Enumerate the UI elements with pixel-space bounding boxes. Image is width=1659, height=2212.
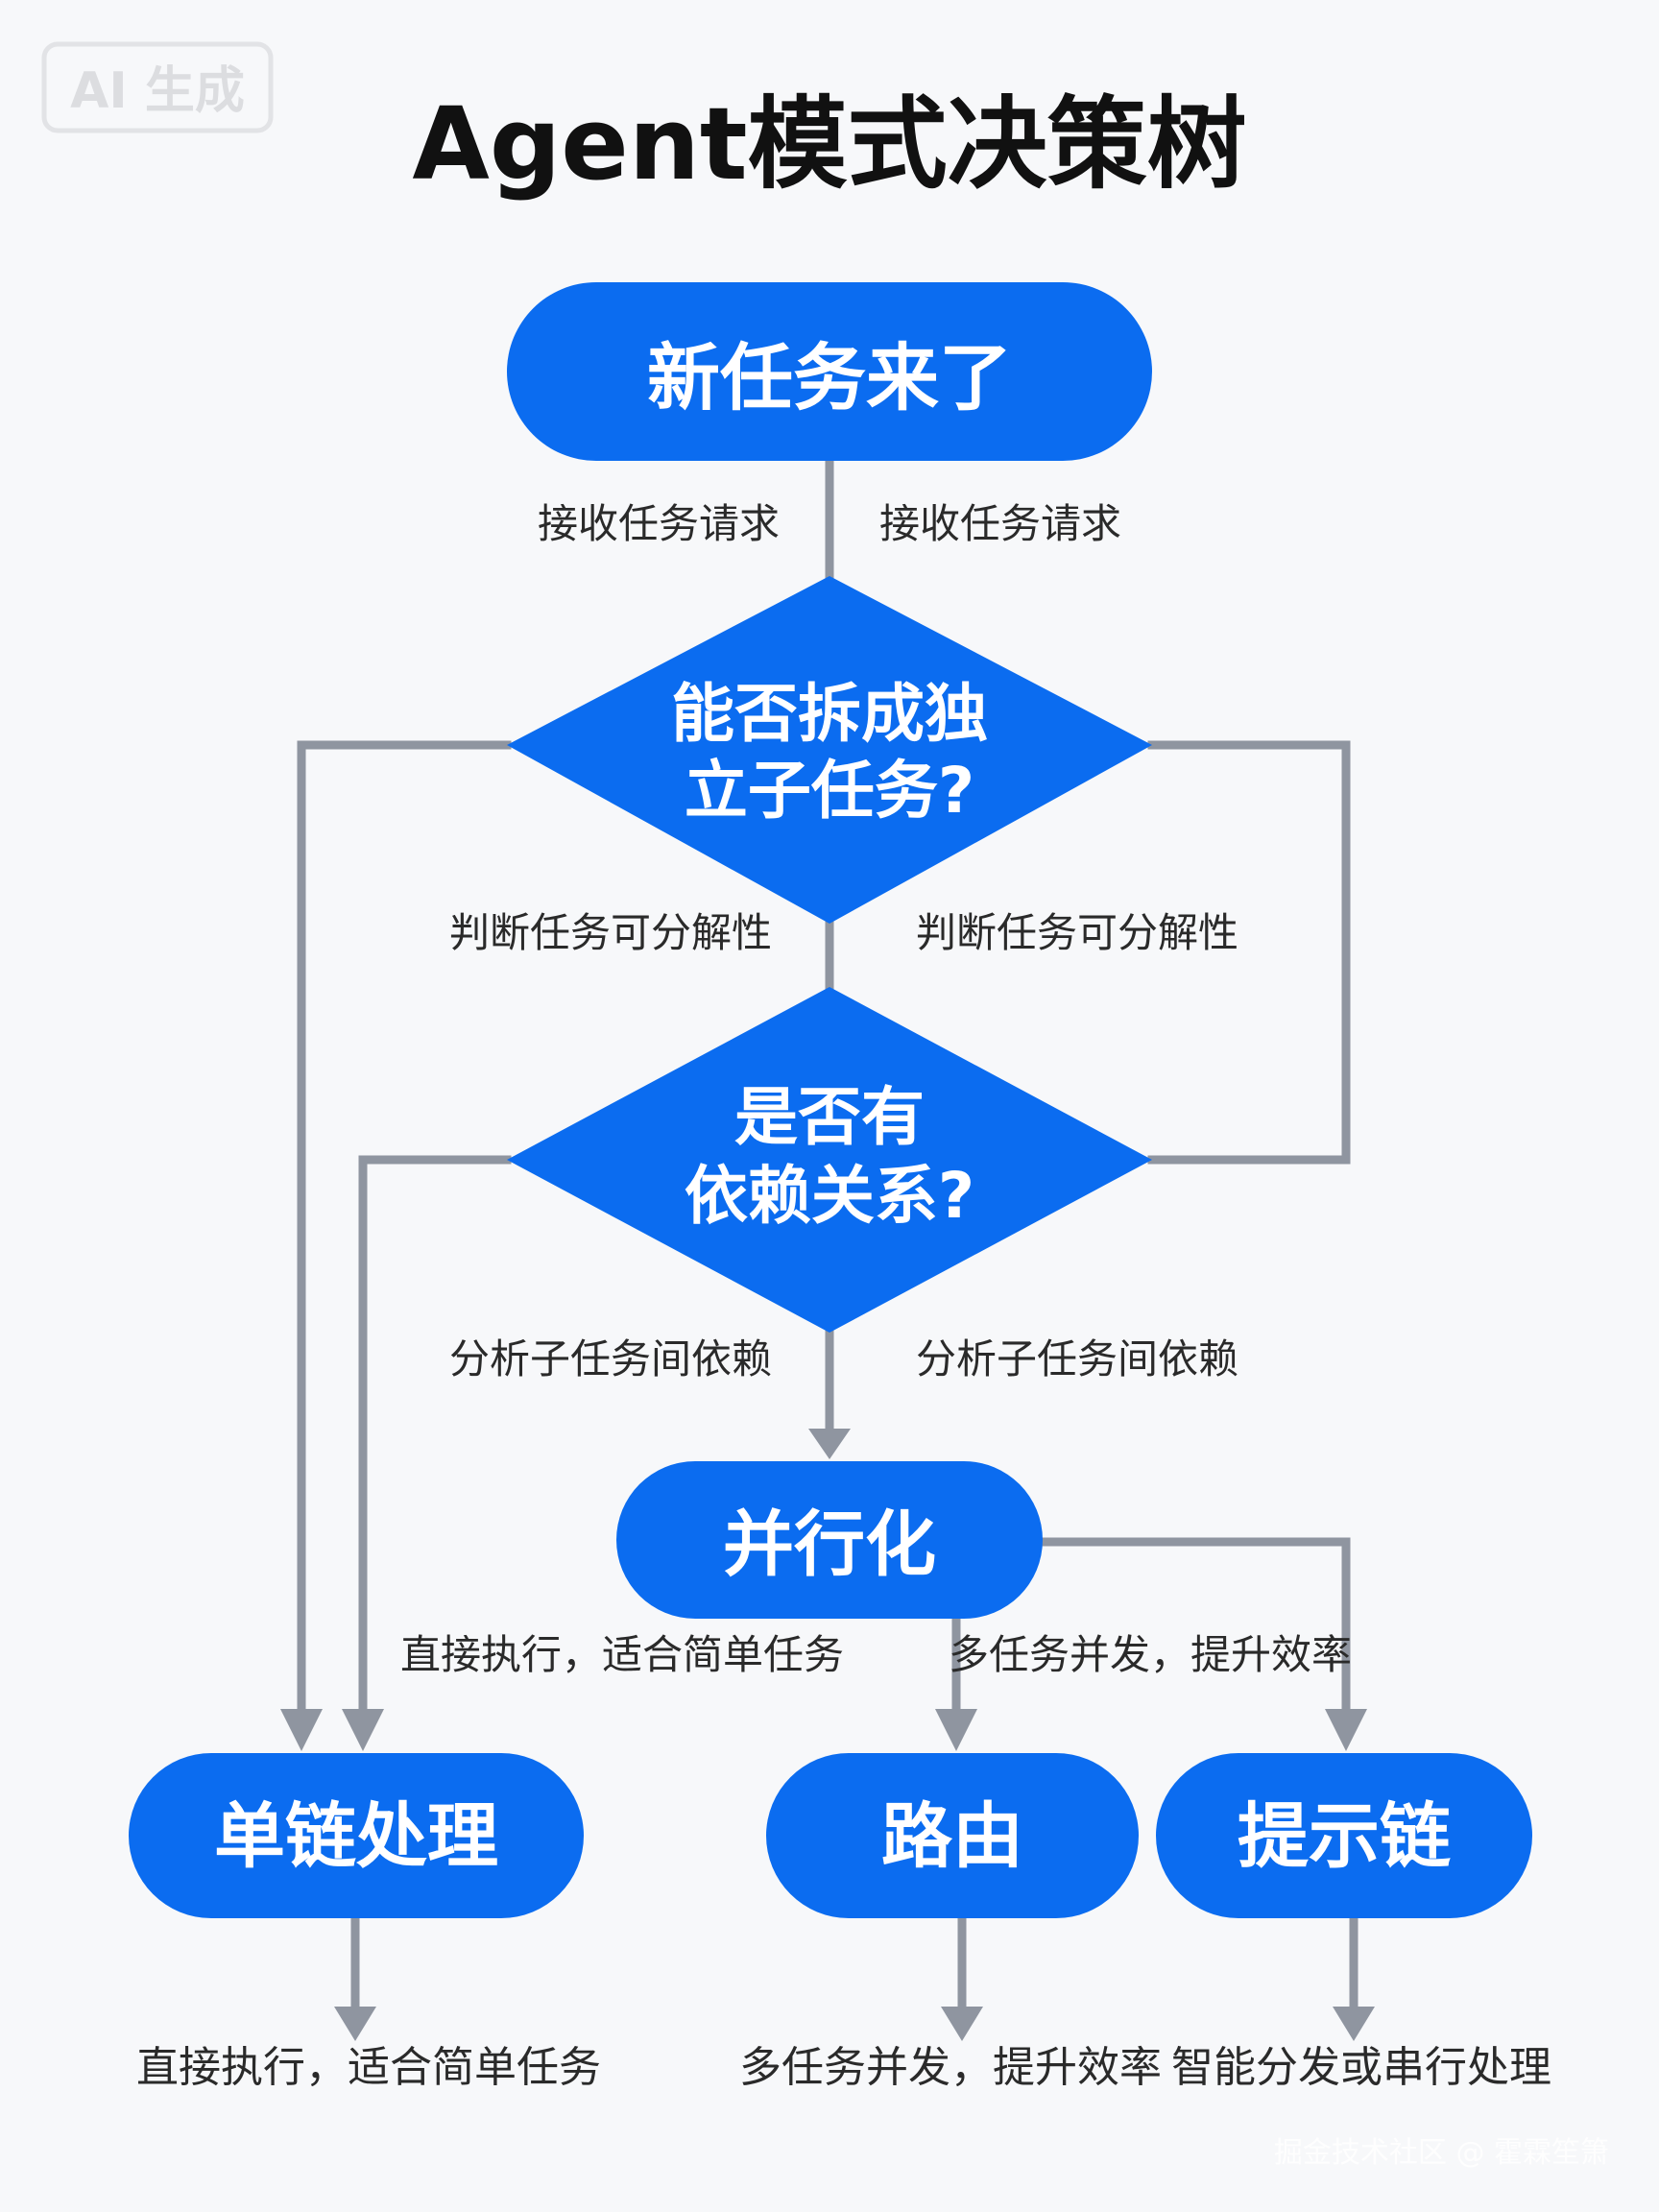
connector-decision2-left-to-single-chain: [358, 1155, 512, 1714]
node-start: 新任务来了: [507, 282, 1152, 461]
connectors: [297, 454, 1358, 2011]
node-decision-dependency: 是否有 依赖关系?: [507, 987, 1152, 1333]
arrow-to-prompt-chain-icon: [1325, 1709, 1367, 1751]
caption-single-chain: 直接执行，适合简单任务: [136, 2043, 601, 2092]
node-prompt-chain: 提示链: [1156, 1753, 1532, 1918]
edge-label-judge-right: 判断任务可分解性: [916, 909, 1238, 956]
connector-parallel-to-prompt-chain: [1036, 1537, 1351, 1714]
arrowheads: [280, 1429, 1375, 2041]
node-prompt-chain-label: 提示链: [1238, 1795, 1451, 1878]
connector-decision1-left-to-single-chain: [297, 740, 512, 1714]
edge-label-analyze-left: 分析子任务间依赖: [449, 1335, 772, 1382]
edge-label-concurrent: 多任务并发，提升效率: [949, 1631, 1352, 1678]
page-title: Agent模式决策树: [412, 85, 1246, 203]
node-routing: 路由: [766, 1753, 1139, 1918]
edge-label-receive-right: 接收任务请求: [879, 500, 1121, 547]
node-single-chain-label: 单链处理: [214, 1795, 498, 1878]
node-start-label: 新任务来了: [647, 335, 1012, 421]
node-decision1-line2: 立子任务?: [685, 754, 974, 828]
node-decision1-line1: 能否拆成独: [671, 677, 988, 751]
node-parallel: 并行化: [616, 1461, 1043, 1619]
ai-badge-text: AI 生成: [70, 62, 245, 120]
edge-labels: 接收任务请求 接收任务请求 判断任务可分解性 判断任务可分解性 分析子任务间依赖…: [400, 500, 1352, 1678]
node-parallel-label: 并行化: [723, 1503, 936, 1586]
node-decision2-line2: 依赖关系?: [685, 1159, 974, 1233]
edge-label-direct-exec: 直接执行，适合简单任务: [400, 1631, 844, 1678]
arrow-to-parallel-icon: [808, 1429, 851, 1459]
node-single-chain: 单链处理: [129, 1753, 584, 1918]
edge-label-judge-left: 判断任务可分解性: [449, 909, 772, 956]
node-decision2-line1: 是否有: [734, 1080, 925, 1154]
bottom-captions: 直接执行，适合简单任务 多任务并发，提升效率 智能分发或串行处理: [136, 2043, 1551, 2092]
arrow-to-single-chain-left-icon: [280, 1709, 323, 1751]
arrow-routing-caption-icon: [941, 2007, 983, 2041]
connector-decision1-right-loop: [1147, 740, 1351, 1165]
arrow-to-single-chain-right-icon: [342, 1709, 384, 1751]
edge-label-analyze-right: 分析子任务间依赖: [916, 1335, 1238, 1382]
caption-routing: 多任务并发，提升效率: [739, 2043, 1162, 2092]
arrow-single-chain-caption-icon: [334, 2007, 376, 2041]
node-decision-decomposable: 能否拆成独 立子任务?: [507, 576, 1152, 924]
arrow-to-routing-icon: [935, 1709, 977, 1751]
node-routing-label: 路由: [881, 1795, 1023, 1878]
caption-prompt-chain: 智能分发或串行处理: [1171, 2043, 1551, 2092]
edge-label-receive-left: 接收任务请求: [538, 500, 780, 547]
arrow-prompt-chain-caption-icon: [1333, 2007, 1375, 2041]
watermark: 掘金技术社区 @ 霍霖笙箫: [1274, 2136, 1609, 2170]
ai-badge: AI 生成: [41, 41, 274, 133]
